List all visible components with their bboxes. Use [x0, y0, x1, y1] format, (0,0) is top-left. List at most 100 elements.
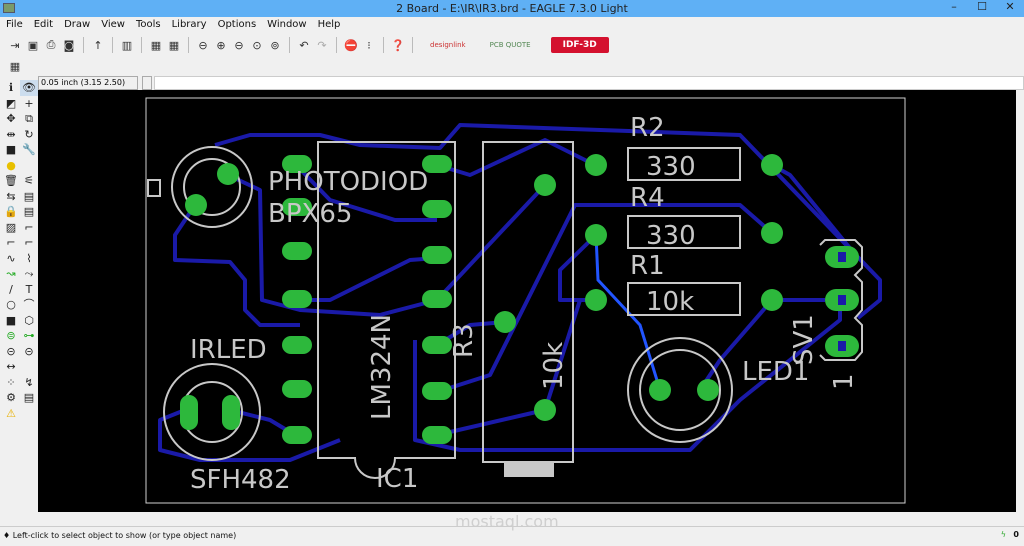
copy-icon[interactable]: ⧉	[25, 112, 33, 125]
signal-icon[interactable]: ⊶	[23, 329, 35, 342]
separator	[289, 37, 290, 53]
eagle-app-icon	[3, 3, 15, 13]
optimize-icon[interactable]: ⌐	[24, 236, 34, 249]
mark-icon[interactable]: +	[24, 96, 34, 110]
rect-icon[interactable]: ■	[5, 313, 17, 327]
idf-3d-button[interactable]: IDF-3D	[550, 37, 609, 53]
go-icon[interactable]: ⁝	[367, 38, 371, 52]
label-lm324n: LM324N	[367, 314, 397, 420]
ratsnest-status-icon[interactable]: ϟ	[1000, 530, 1006, 539]
label-r4: R4	[630, 183, 665, 213]
errors-icon[interactable]: ▤	[23, 391, 35, 404]
circle-icon[interactable]: ○	[6, 298, 16, 311]
group-icon[interactable]: ■	[5, 143, 17, 156]
zoom-fit-icon[interactable]: ⊖	[198, 38, 208, 52]
command-history-button[interactable]	[142, 76, 152, 90]
warning-icon[interactable]: ⚠	[6, 406, 16, 420]
print-icon[interactable]: ⎙	[46, 38, 56, 51]
mirror-icon[interactable]: ⇹	[6, 127, 16, 141]
undo-icon[interactable]: ↶	[299, 38, 309, 52]
zoom-in-icon[interactable]: ⊕	[216, 38, 226, 52]
save-icon[interactable]: ▣	[27, 38, 39, 52]
name-icon[interactable]: ▤	[23, 189, 35, 203]
autorouter-icon[interactable]: ↯	[24, 375, 34, 389]
separator	[412, 37, 413, 53]
menu-file[interactable]: File	[6, 19, 23, 30]
attribute-icon[interactable]: ⊝	[24, 344, 34, 358]
show-icon[interactable]: 👁	[20, 80, 38, 96]
hole-icon[interactable]: ⊝	[6, 344, 16, 358]
move-icon[interactable]: ✥	[6, 112, 16, 125]
paste-icon[interactable]: ●	[6, 158, 16, 172]
meander-icon[interactable]: ∿	[6, 251, 16, 265]
info-icon[interactable]: ℹ	[8, 81, 14, 94]
replace-icon[interactable]: ⇆	[6, 189, 16, 203]
redraw-icon[interactable]: ⊙	[252, 38, 262, 52]
minimize-button[interactable]: –	[951, 0, 957, 13]
horizontal-scrollbar[interactable]	[38, 512, 1016, 526]
open-icon[interactable]: ⇥	[10, 38, 20, 52]
menu-tools[interactable]: Tools	[135, 19, 161, 30]
separator	[336, 37, 337, 53]
designlink-button[interactable]: designlink	[430, 41, 466, 49]
close-button[interactable]: ✕	[1005, 0, 1015, 13]
label-r2-value: 330	[646, 152, 696, 182]
stop-icon[interactable]: ⛔	[344, 38, 358, 52]
silk-labels: PHOTODIOD BPX65 LM324N IC1 IRLED SFH482 …	[190, 113, 859, 495]
text-icon[interactable]: T	[25, 282, 33, 296]
menu-window[interactable]: Window	[267, 19, 307, 30]
redo-icon[interactable]: ↷	[317, 38, 327, 52]
arc-icon[interactable]: ⌒	[23, 298, 35, 311]
lock-icon[interactable]: 🔒	[4, 205, 18, 218]
value-icon[interactable]: ▤	[23, 205, 35, 218]
label-sv1: SV1	[789, 314, 819, 365]
command-input[interactable]	[154, 76, 1024, 90]
label-sv1-pin: 1	[829, 373, 859, 390]
via-icon[interactable]: ⊜	[6, 329, 16, 342]
menu-view[interactable]: View	[101, 19, 125, 30]
ripup-icon[interactable]: ↝	[6, 267, 16, 280]
ulp-icon[interactable]: ↑	[93, 38, 103, 52]
wire-icon[interactable]: ⤳	[24, 267, 34, 280]
ratsnest-icon[interactable]: ⁘	[6, 375, 16, 389]
menu-help[interactable]: Help	[317, 19, 341, 30]
board-icon[interactable]: ▦	[168, 38, 180, 52]
delete-icon[interactable]: 🗑	[4, 174, 18, 187]
add-icon[interactable]: ⚟	[24, 174, 34, 187]
silkscreen	[147, 141, 863, 479]
separator	[112, 37, 113, 53]
stop-status-icon[interactable]: 0	[1013, 530, 1019, 539]
blank-icon	[20, 359, 38, 375]
help-icon[interactable]: ❓	[391, 38, 405, 52]
display-icon[interactable]: ◩	[5, 96, 17, 110]
menu-edit[interactable]: Edit	[33, 19, 54, 30]
change-icon[interactable]: 🔧	[22, 143, 36, 156]
schematic-icon[interactable]: ▦	[150, 38, 162, 52]
main-toolbar: ⇥ ▣ ⎙ ◙ ↑ ▥ ▦ ▦ ⊖ ⊕ ⊖ ⊙ ⊚ ↶ ↷ ⛔ ⁝ ❓ desi…	[0, 34, 1024, 56]
menu-library[interactable]: Library	[171, 19, 207, 30]
blank-icon	[20, 158, 38, 174]
smash-icon[interactable]: ▨	[5, 220, 17, 234]
board-canvas[interactable]: PHOTODIOD BPX65 LM324N IC1 IRLED SFH482 …	[38, 90, 1016, 512]
zoom-out-icon[interactable]: ⊖	[234, 38, 244, 52]
maximize-button[interactable]: ☐	[977, 0, 987, 13]
split-icon[interactable]: ⌐	[6, 236, 16, 249]
menu-draw[interactable]: Draw	[64, 19, 91, 30]
vertical-scrollbar[interactable]	[1016, 90, 1024, 512]
cam-icon[interactable]: ◙	[63, 38, 75, 52]
layer-icon[interactable]: ▥	[121, 38, 133, 52]
pcb-quote-button[interactable]: PCB QUOTE	[489, 41, 531, 49]
label-r4-value: 330	[646, 221, 696, 251]
drc-icon[interactable]: ⚙	[6, 391, 16, 404]
rotate-icon[interactable]: ↻	[24, 127, 34, 141]
line-icon[interactable]: /	[9, 282, 13, 296]
label-r1-value: 10k	[646, 287, 694, 317]
dimension-icon[interactable]: ↔	[6, 360, 16, 373]
polygon-icon[interactable]: ⬡	[24, 313, 34, 327]
grid-icon[interactable]: ▦	[9, 59, 21, 73]
route-icon[interactable]: ⌇	[26, 251, 32, 265]
menu-options[interactable]: Options	[217, 19, 257, 30]
window-title: 2 Board - E:\IR\IR3.brd - EAGLE 7.3.0 Li…	[396, 2, 628, 15]
miter-icon[interactable]: ⌐	[24, 220, 34, 234]
zoom-area-icon[interactable]: ⊚	[270, 38, 280, 52]
